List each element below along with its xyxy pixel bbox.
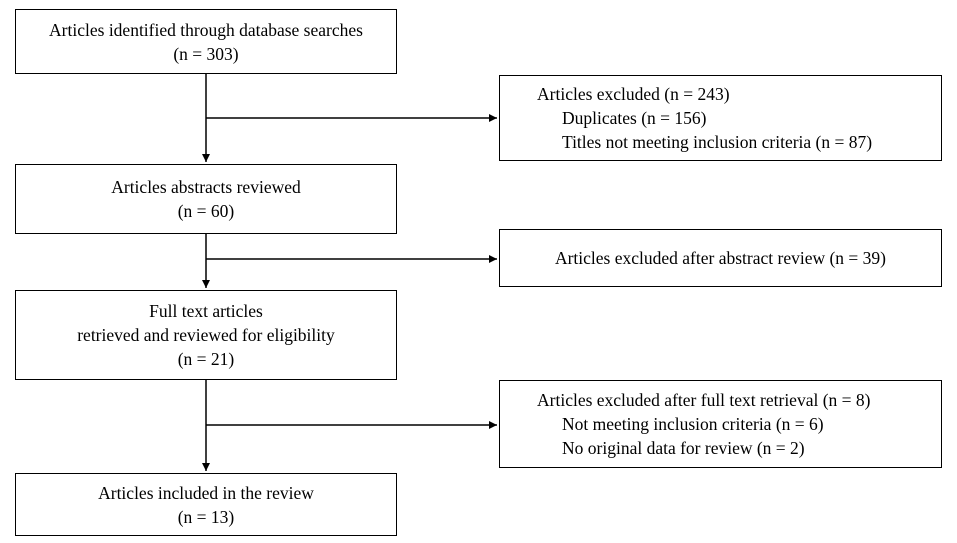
included-box: Articles included in the review (n = 13) (15, 473, 397, 536)
fulltext-line-1: Full text articles (149, 301, 263, 321)
identified-box: Articles identified through database sea… (15, 9, 397, 74)
abstracts-title: Articles abstracts reviewed (111, 177, 301, 197)
included-title: Articles included in the review (98, 482, 314, 503)
excluded-3-item: No original data for review (n = 2) (562, 438, 805, 458)
identified-count: (n = 303) (173, 43, 239, 64)
abstracts-count: (n = 60) (177, 201, 235, 221)
fulltext-line-2: retrieved and reviewed for eligibility (77, 325, 335, 345)
excluded-2-title: Articles excluded after abstract review … (554, 248, 887, 268)
excluded-1-title: Articles excluded (n = 243) (537, 84, 730, 104)
excluded-1-item: Titles not meeting inclusion criteria (n… (562, 132, 873, 152)
identified-title: Articles identified through database sea… (49, 19, 363, 40)
abstracts-box: Articles abstracts reviewed (n = 60) (15, 164, 397, 234)
excluded-1-item: Duplicates (n = 156) (562, 108, 707, 128)
excluded-box-2: Articles excluded after abstract review … (499, 229, 942, 287)
excluded-3-item: Not meeting inclusion criteria (n = 6) (562, 414, 824, 434)
excluded-box-3: Articles excluded after full text retrie… (499, 380, 942, 468)
fulltext-box: Full text articles retrieved and reviewe… (15, 290, 397, 380)
included-count: (n = 13) (177, 506, 235, 527)
excluded-3-title: Articles excluded after full text retrie… (537, 390, 871, 410)
excluded-box-1: Articles excluded (n = 243) Duplicates (… (499, 75, 942, 161)
fulltext-count: (n = 21) (177, 349, 235, 369)
